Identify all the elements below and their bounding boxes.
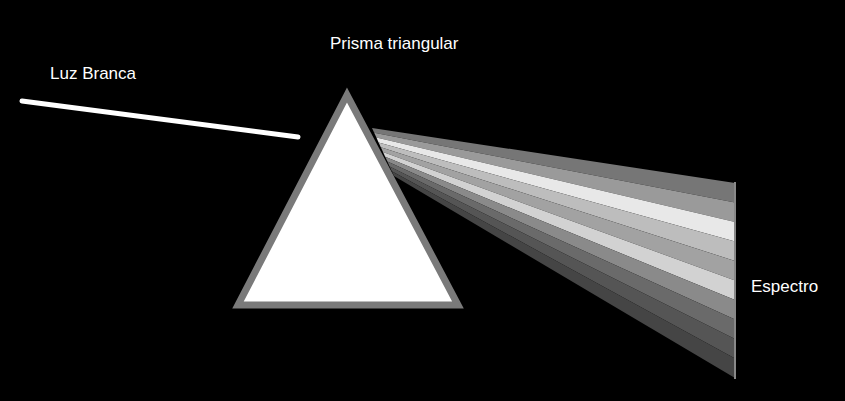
white-light-ray: [22, 101, 298, 137]
spectrum-band: [387, 162, 735, 339]
prism-node: Prisma triangular: [232, 30, 464, 312]
triangular-prism: [238, 95, 458, 305]
light-label: Luz Branca: [50, 64, 136, 84]
spectrum-band: [390, 166, 735, 358]
prism-shape: [232, 30, 464, 312]
prism-label: Prisma triangular: [330, 34, 459, 54]
spectrum-label: Espectro: [751, 277, 818, 297]
spectrum-edge: [734, 182, 736, 379]
